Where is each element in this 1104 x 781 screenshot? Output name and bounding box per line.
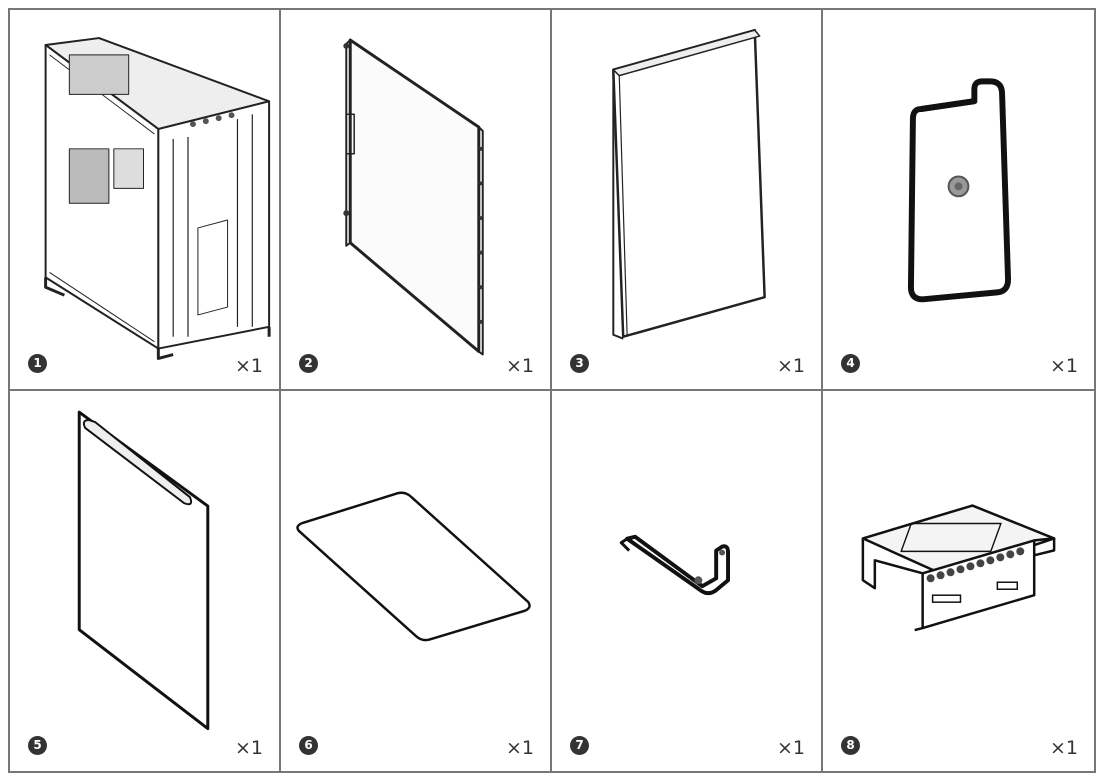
parts-list-grid: 1 ×1 2 ×1	[8, 8, 1096, 773]
l-bracket-icon	[552, 391, 821, 772]
filter-bracket-icon	[823, 10, 1094, 389]
part-cell-5: 5 ×1	[10, 390, 281, 772]
part-number-badge: 8	[841, 736, 860, 755]
part-cell-8: 8 ×1	[823, 391, 1094, 772]
part-cell-1: 1 ×1	[10, 10, 281, 391]
part-quantity: ×1	[234, 354, 263, 377]
pc-case-chassis-icon	[10, 10, 279, 389]
part-number-badge: 3	[570, 353, 589, 373]
part-quantity: ×1	[505, 737, 534, 759]
drive-cage-icon	[823, 391, 1094, 772]
part-quantity: ×1	[234, 737, 263, 759]
part-cell-4: 4 ×1	[823, 10, 1094, 391]
part-number-badge: 5	[28, 736, 47, 755]
part-number-badge: 1	[28, 353, 47, 373]
part-cell-2: 2 ×1	[281, 10, 552, 391]
solid-side-panel-icon	[552, 10, 821, 389]
part-quantity: ×1	[505, 354, 534, 377]
dust-filter-icon	[281, 391, 550, 772]
part-quantity: ×1	[1049, 354, 1078, 377]
part-quantity: ×1	[1049, 737, 1078, 759]
part-cell-3: 3 ×1	[552, 10, 823, 391]
side-glass-panel-icon	[281, 10, 550, 389]
part-number-badge: 6	[299, 736, 318, 755]
part-number-badge: 7	[570, 736, 589, 755]
part-quantity: ×1	[776, 737, 805, 759]
front-panel-icon	[10, 391, 279, 772]
part-cell-6: 6 ×1	[281, 390, 552, 772]
part-quantity: ×1	[776, 354, 805, 377]
part-cell-7: 7 ×1	[552, 390, 823, 772]
part-number-badge: 2	[299, 353, 318, 373]
part-number-badge: 4	[841, 353, 860, 373]
